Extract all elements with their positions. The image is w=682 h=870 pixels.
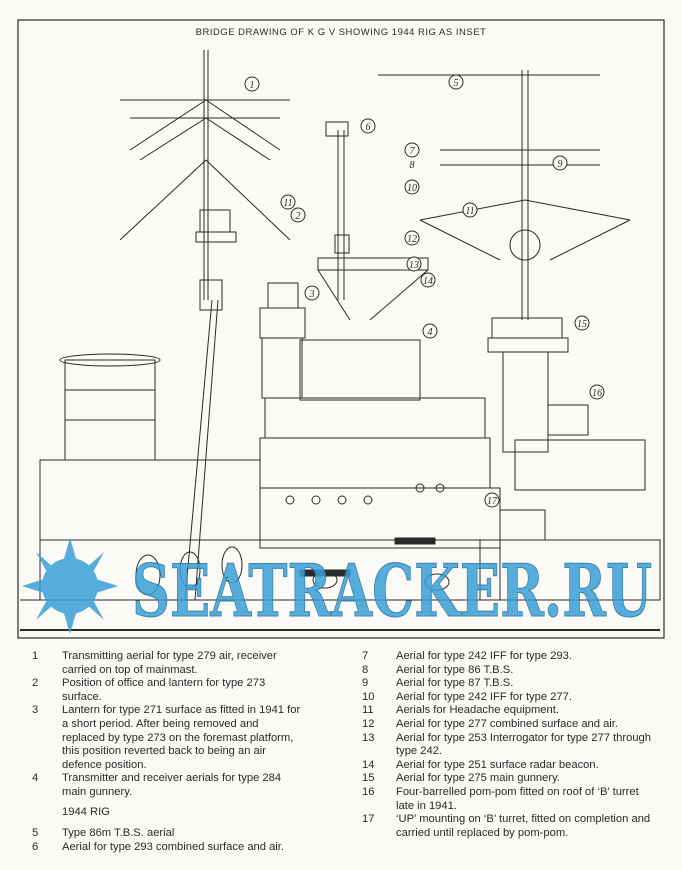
svg-text:8: 8 <box>410 160 415 171</box>
svg-text:5: 5 <box>454 78 459 89</box>
callout-3: 3 <box>304 285 320 301</box>
svg-text:15: 15 <box>577 319 587 330</box>
bridge-drawing: 1 2 3 4 5 6 7 8 9 10 11 11 12 13 14 15 1… <box>17 19 665 639</box>
svg-text:3: 3 <box>309 289 315 300</box>
callout-markers: 1 2 3 4 5 6 7 8 9 10 11 11 12 13 14 15 1… <box>244 74 605 508</box>
callout-13: 13 <box>406 256 422 272</box>
svg-text:4: 4 <box>428 327 433 338</box>
callout-14: 14 <box>420 272 436 288</box>
frame-border <box>17 19 665 639</box>
callout-17: 17 <box>484 492 500 508</box>
callout-2: 2 <box>290 207 306 223</box>
drawing-title: BRIDGE DRAWING OF K G V SHOWING 1944 RIG… <box>195 27 487 38</box>
callout-11a: 11 <box>280 194 296 210</box>
svg-text:10: 10 <box>407 183 417 194</box>
svg-text:9: 9 <box>558 159 563 170</box>
svg-text:16: 16 <box>592 388 602 399</box>
svg-text:11: 11 <box>283 198 292 209</box>
bridge-block-drawing <box>20 282 660 631</box>
svg-text:14: 14 <box>423 276 433 287</box>
callout-8: 8 <box>410 160 415 171</box>
callout-4: 4 <box>422 323 438 339</box>
inset-mast-drawing <box>317 121 429 321</box>
svg-text:13: 13 <box>409 260 419 271</box>
callout-1: 1 <box>244 76 260 92</box>
svg-text:17: 17 <box>487 496 498 507</box>
callout-10: 10 <box>404 179 420 195</box>
svg-text:2: 2 <box>296 211 301 222</box>
callout-12: 12 <box>404 230 420 246</box>
callout-15: 15 <box>574 315 590 331</box>
legend-item: 17‘UP’ mounting on ‘B’ turret, fitted on… <box>362 813 651 839</box>
foremast-drawing <box>119 50 291 601</box>
callout-11b: 11 <box>462 202 478 218</box>
callout-16: 16 <box>589 384 605 400</box>
callout-7: 7 <box>404 142 420 158</box>
svg-text:12: 12 <box>407 234 417 245</box>
callout-6: 6 <box>360 118 376 134</box>
rig-heading: 1944 RIG <box>62 805 110 818</box>
svg-text:11: 11 <box>465 206 474 217</box>
svg-text:6: 6 <box>366 122 371 133</box>
tower-drawing <box>59 353 161 461</box>
callout-5: 5 <box>448 74 464 90</box>
svg-text:1: 1 <box>250 80 255 91</box>
callout-9: 9 <box>552 155 568 171</box>
inset-mainmast-drawing <box>378 70 661 601</box>
svg-text:7: 7 <box>410 146 416 157</box>
